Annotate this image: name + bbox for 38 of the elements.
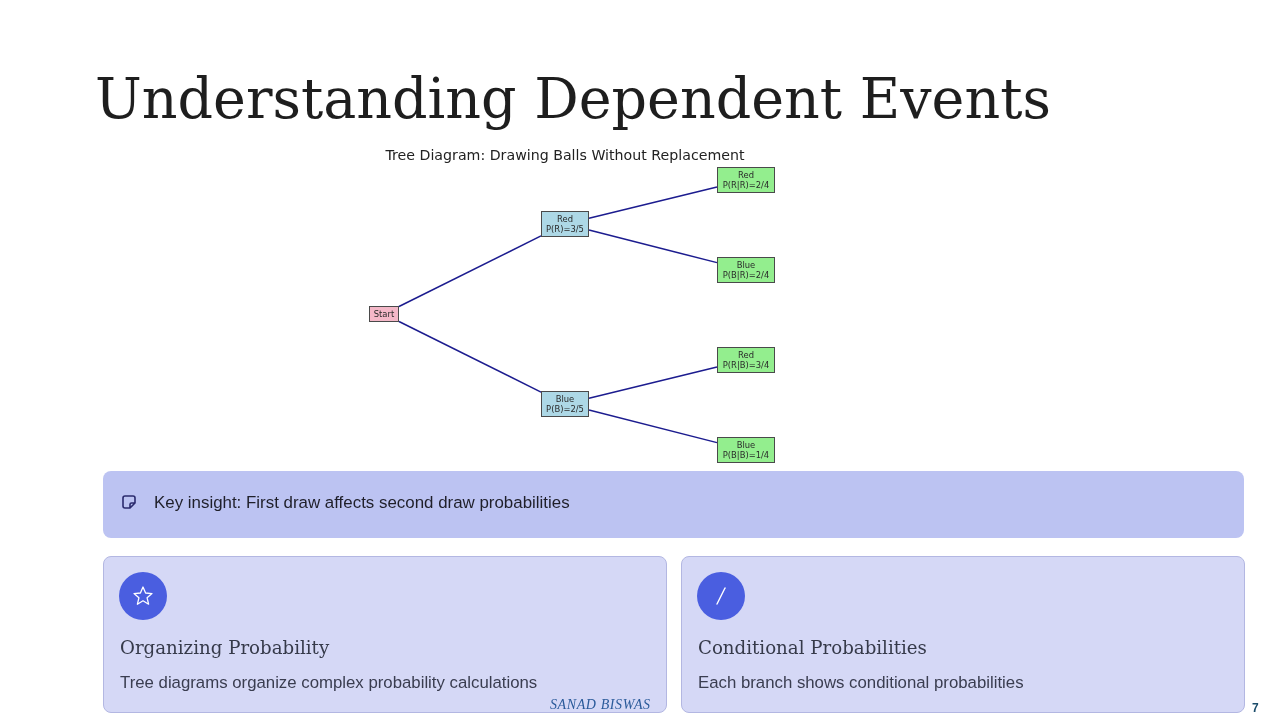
- page-number: 7: [1252, 700, 1259, 716]
- outcome-label: Blue: [555, 394, 575, 404]
- diagram-heading: Tree Diagram: Drawing Balls Without Replacement: [385, 146, 745, 165]
- outcome-label: Blue: [736, 440, 756, 450]
- second-draw-box: [717, 257, 775, 283]
- card-heading: Organizing Probability: [120, 636, 330, 660]
- info-card: [681, 556, 1245, 713]
- probability-label: P(R)=3/5: [546, 224, 584, 234]
- start-box: [369, 306, 399, 322]
- card-heading: Conditional Probabilities: [698, 636, 927, 660]
- probability-label: P(B|R)=2/4: [722, 270, 770, 280]
- probability-label: P(B|B)=1/4: [722, 450, 770, 460]
- branch-line: [398, 320, 542, 393]
- card-description: Each branch shows conditional probabilities: [698, 672, 1024, 694]
- second-draw-box: [717, 167, 775, 193]
- first-draw-box: [541, 391, 589, 417]
- outcome-label: Red: [738, 350, 754, 360]
- outcome-label: Blue: [736, 260, 756, 270]
- branch-line: [588, 409, 718, 444]
- second-draw-box: [717, 347, 775, 373]
- probability-label: P(R|R)=2/4: [722, 180, 770, 190]
- branch-line: [588, 229, 718, 264]
- probability-label: P(R|B)=3/4: [722, 360, 770, 370]
- branch-line: [588, 366, 718, 399]
- author-signature: SANAD BISWAS: [550, 696, 651, 713]
- outcome-label: Red: [738, 170, 754, 180]
- second-draw-box: [717, 437, 775, 463]
- branch-line: [588, 186, 718, 219]
- slide-title: Understanding Dependent Events: [95, 66, 1051, 132]
- outcome-label: Red: [557, 214, 573, 224]
- insight-banner: [103, 471, 1244, 538]
- info-card: [103, 556, 667, 713]
- card-description: Tree diagrams organize complex probability calculations: [120, 672, 538, 694]
- insight-text: Key insight: First draw affects second draw probabilities: [154, 492, 570, 514]
- branch-line: [398, 235, 542, 308]
- probability-label: P(B)=2/5: [546, 404, 584, 414]
- first-draw-box: [541, 211, 589, 237]
- outcome-label: Start: [373, 309, 395, 319]
